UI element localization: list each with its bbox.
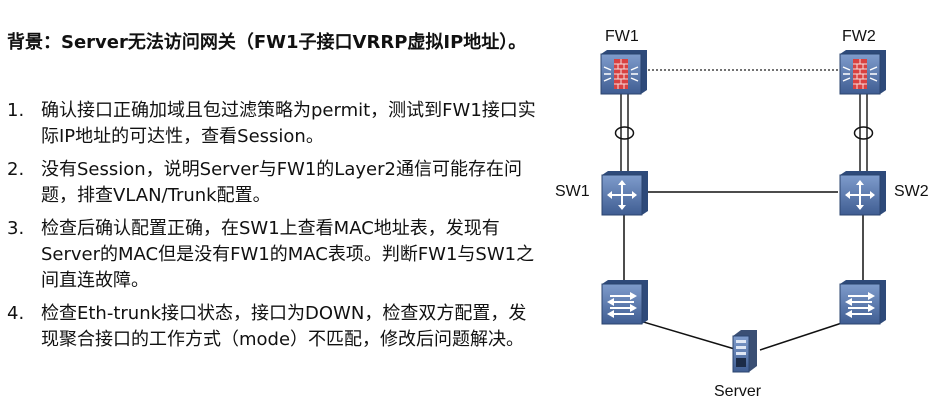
fw1-label: FW1	[605, 28, 639, 45]
access-switch-1	[601, 280, 648, 325]
firewall-icon	[603, 59, 639, 89]
step-text: 确认接口正确加域且包过滤策略为permit，测试到FW1接口实际IP地址的可达性…	[41, 100, 536, 147]
step-number: 4.	[7, 303, 25, 324]
list-item-step-4: 4. 检查Eth-trunk接口状态，接口为DOWN，检查双方配置，发现聚合接口…	[7, 301, 567, 353]
l2-switch-arrows-icon	[607, 292, 637, 318]
eth-trunk-ring-icon	[853, 126, 874, 140]
access-switch-2	[839, 280, 886, 325]
server-icon	[732, 330, 757, 373]
step-list: 1. 确认接口正确加域且包过滤策略为permit，测试到FW1接口实际IP地址的…	[7, 98, 567, 360]
step-number: 1.	[7, 100, 25, 121]
sw2-label: SW2	[894, 183, 929, 200]
firewall-fw2	[839, 50, 886, 95]
sw1-label: SW1	[555, 183, 590, 200]
link-access1-server	[629, 317, 739, 351]
l3-switch-arrows-icon	[607, 180, 637, 210]
list-item-step-2: 2. 没有Session，说明Server与FW1的Layer2通信可能存在问题…	[7, 157, 567, 209]
link-fw2-sw2-trunk	[853, 93, 874, 172]
page-title: 背景：Server无法访问网关（FW1子接口VRRP虚拟IP地址）。	[7, 32, 527, 53]
switch-sw1	[601, 171, 648, 216]
firewall-icon	[842, 59, 878, 89]
step-text: 检查Eth-trunk接口状态，接口为DOWN，检查双方配置，发现聚合接口的工作…	[41, 303, 527, 350]
list-item-step-3: 3. 检查后确认配置正确，在SW1上查看MAC地址表，发现有Server的MAC…	[7, 216, 567, 294]
switch-sw2	[839, 171, 886, 216]
firewall-fw1	[600, 50, 647, 95]
step-text: 检查后确认配置正确，在SW1上查看MAC地址表，发现有Server的MAC但是没…	[41, 218, 535, 291]
link-fw1-sw1-trunk	[614, 93, 635, 172]
eth-trunk-ring-icon	[614, 126, 635, 140]
fw2-label: FW2	[842, 28, 876, 45]
server-label: Server	[714, 383, 762, 400]
step-number: 3.	[7, 218, 25, 239]
step-text: 没有Session，说明Server与FW1的Layer2通信可能存在问题，排查…	[41, 159, 522, 206]
l2-switch-arrows-icon	[845, 292, 875, 318]
list-item-step-1: 1. 确认接口正确加域且包过滤策略为permit，测试到FW1接口实际IP地址的…	[7, 98, 567, 150]
step-number: 2.	[7, 159, 25, 180]
l3-switch-arrows-icon	[845, 180, 875, 210]
